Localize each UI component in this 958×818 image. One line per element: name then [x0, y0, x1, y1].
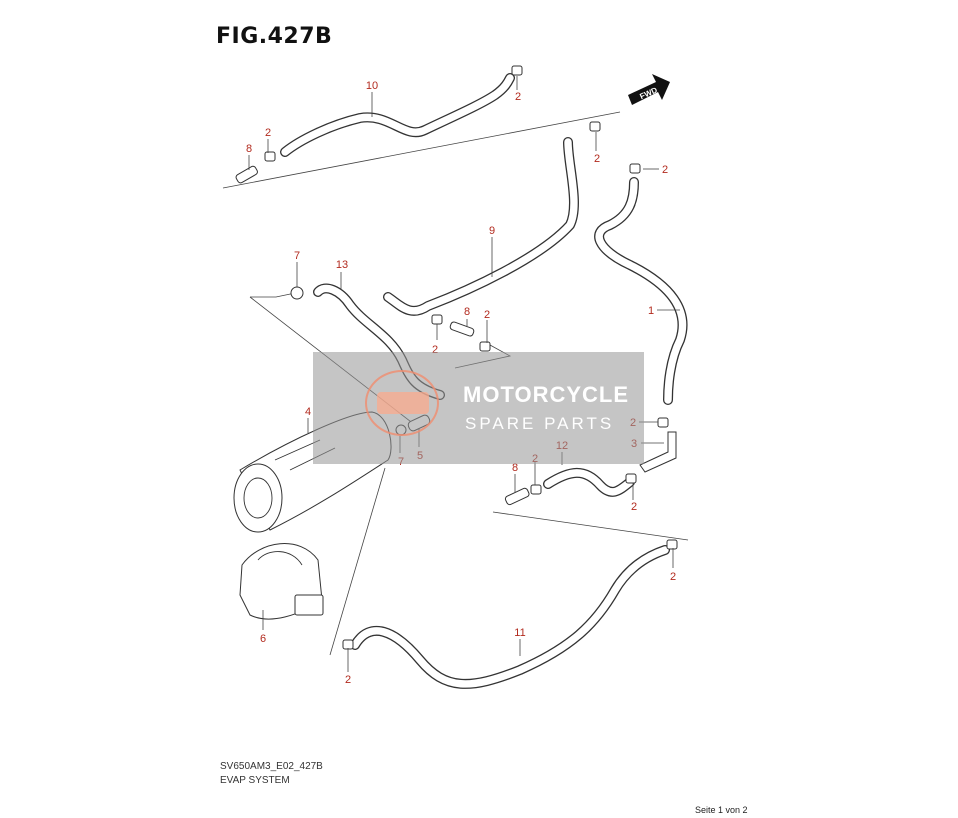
- hose-9[interactable]: [383, 137, 579, 316]
- watermark-banner: MOTORCYCLE SPARE PARTS: [313, 352, 644, 464]
- callout-1: 1: [648, 305, 654, 317]
- callout-2: 2: [432, 344, 438, 356]
- watermark-line2: SPARE PARTS: [465, 414, 615, 433]
- hose-clamps[interactable]: [264, 65, 678, 650]
- callout-2: 2: [265, 127, 271, 139]
- fwd-arrow: FWD: [628, 74, 670, 105]
- watermark-line1: MOTORCYCLE: [463, 382, 630, 407]
- callout-10: 10: [366, 80, 378, 92]
- callout-2: 2: [631, 501, 637, 513]
- fitting-8-top[interactable]: [235, 165, 259, 184]
- callout-7: 7: [294, 250, 300, 262]
- figure-code: SV650AM3_E02_427B: [220, 761, 323, 772]
- callout-2: 2: [670, 571, 676, 583]
- bracket-6[interactable]: [239, 543, 324, 620]
- hose-12[interactable]: [543, 467, 635, 497]
- callout-13: 13: [336, 259, 348, 271]
- callout-2: 2: [594, 153, 600, 165]
- figure-caption: EVAP SYSTEM: [220, 775, 290, 786]
- callout-8: 8: [512, 462, 518, 474]
- hose-11[interactable]: [350, 545, 670, 689]
- hose-10[interactable]: [280, 73, 515, 157]
- fitting-8-mid[interactable]: [449, 321, 475, 337]
- page-indicator: Seite 1 von 2: [695, 805, 748, 815]
- hose-1[interactable]: [594, 177, 688, 405]
- joint-3[interactable]: [639, 431, 677, 473]
- callout-4: 4: [305, 406, 311, 418]
- callout-8: 8: [246, 143, 252, 155]
- watermark-logo: [365, 370, 439, 436]
- callout-9: 9: [489, 225, 495, 237]
- callout-2: 2: [662, 164, 668, 176]
- figure-title: FIG.427B: [216, 24, 333, 49]
- callout-6: 6: [260, 633, 266, 645]
- fitting-8-low[interactable]: [504, 487, 530, 506]
- callout-2: 2: [345, 674, 351, 686]
- watermark-logo-badge: [377, 392, 429, 414]
- callout-11: 11: [514, 627, 525, 639]
- callout-8: 8: [464, 306, 470, 318]
- callout-2: 2: [515, 91, 521, 103]
- callout-2: 2: [484, 309, 490, 321]
- fwd-label: FWD: [638, 85, 659, 101]
